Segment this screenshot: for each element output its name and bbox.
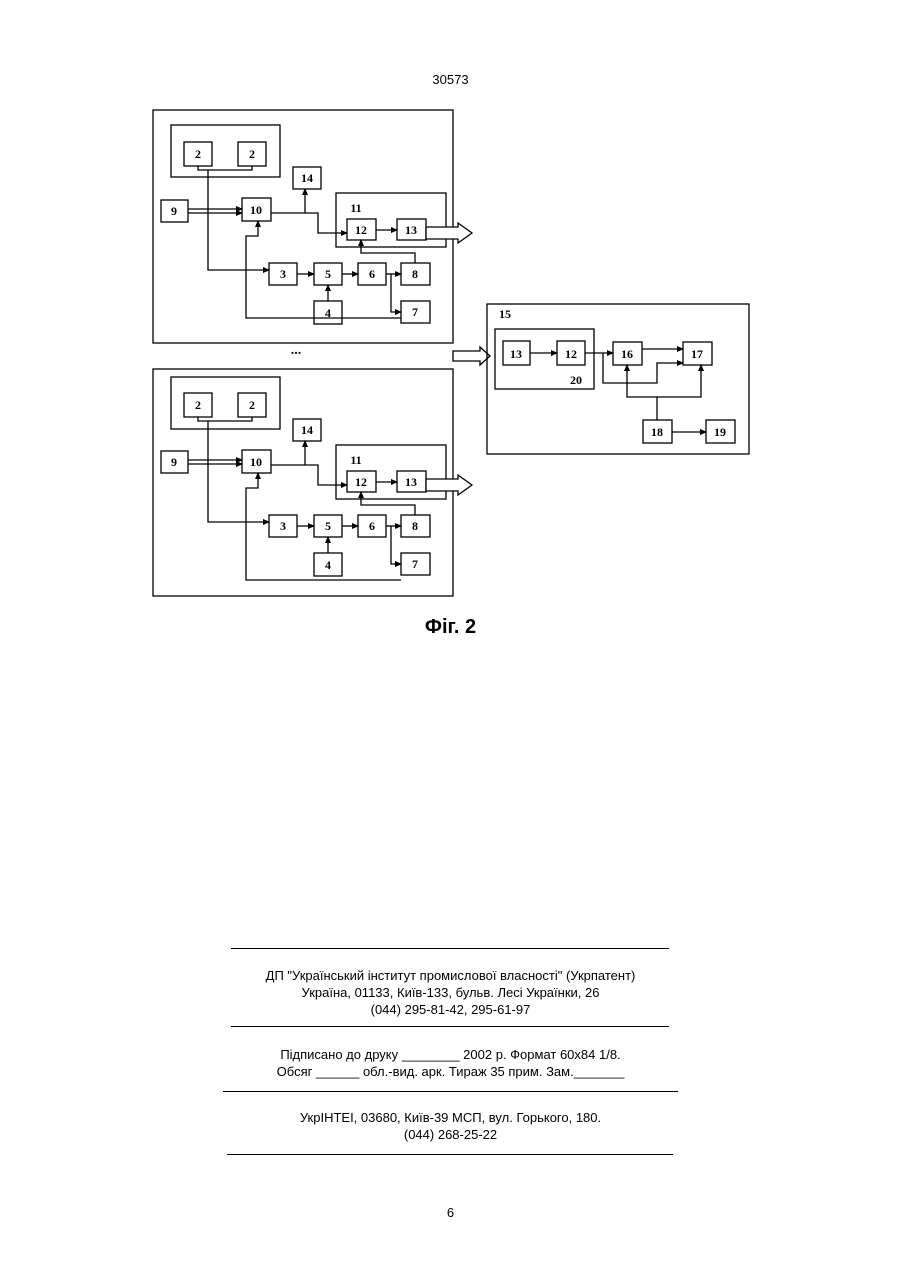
block-6-label: 6 bbox=[369, 519, 375, 533]
block-20-label: 20 bbox=[570, 373, 582, 387]
block-5-label: 5 bbox=[325, 267, 331, 281]
divider bbox=[223, 1091, 678, 1092]
block-16-label: 16 bbox=[621, 347, 633, 361]
block-11-label: 11 bbox=[350, 453, 361, 467]
block-3-label: 3 bbox=[280, 267, 286, 281]
block-2a-label: 2 bbox=[195, 398, 201, 412]
block-10-label: 10 bbox=[250, 455, 262, 469]
imprint-volume: Обсяг ______ обл.-вид. арк. Тираж 35 при… bbox=[0, 1063, 901, 1080]
block-8-label: 8 bbox=[412, 267, 418, 281]
imprint-address: Україна, 01133, Київ-133, бульв. Лесі Ук… bbox=[0, 984, 901, 1001]
module-top bbox=[153, 110, 472, 343]
block-17-label: 17 bbox=[691, 347, 703, 361]
page-number: 6 bbox=[0, 1205, 901, 1220]
block-13-label: 13 bbox=[405, 223, 417, 237]
block-12-label: 12 bbox=[565, 347, 577, 361]
block-15-label: 15 bbox=[499, 307, 511, 321]
block-14-label: 14 bbox=[301, 423, 313, 437]
imprint-org: ДП "Український інститут промислової вла… bbox=[0, 967, 901, 984]
block-9-label: 9 bbox=[171, 455, 177, 469]
block-7-label: 7 bbox=[412, 557, 418, 571]
module-receiver bbox=[453, 304, 749, 454]
module-receiver-labels: 15 13 12 20 16 17 18 19 bbox=[499, 307, 726, 439]
block-14-label: 14 bbox=[301, 171, 313, 185]
block-13-label: 13 bbox=[510, 347, 522, 361]
divider bbox=[231, 948, 669, 949]
block-2b-label: 2 bbox=[249, 147, 255, 161]
imprint-printer: УкрІНТЕІ, 03680, Київ-39 МСП, вул. Горьк… bbox=[0, 1109, 901, 1126]
block-5-label: 5 bbox=[325, 519, 331, 533]
divider bbox=[231, 1026, 669, 1027]
imprint-signed: Підписано до друку ________ 2002 р. Форм… bbox=[0, 1046, 901, 1063]
imprint-printer-phone: (044) 268-25-22 bbox=[0, 1126, 901, 1143]
block-3-label: 3 bbox=[280, 519, 286, 533]
block-6-label: 6 bbox=[369, 267, 375, 281]
block-4-label: 4 bbox=[325, 558, 331, 572]
block-18-label: 18 bbox=[651, 425, 663, 439]
figure-caption: Фіг. 2 bbox=[0, 616, 901, 639]
block-11-label: 11 bbox=[350, 201, 361, 215]
block-2b-label: 2 bbox=[249, 398, 255, 412]
imprint-phones: (044) 295-81-42, 295-61-97 bbox=[0, 1001, 901, 1018]
block-8-label: 8 bbox=[412, 519, 418, 533]
divider bbox=[227, 1154, 673, 1155]
block-19-label: 19 bbox=[714, 425, 726, 439]
block-13-label: 13 bbox=[405, 475, 417, 489]
block-10-label: 10 bbox=[250, 203, 262, 217]
block-12-label: 12 bbox=[355, 223, 367, 237]
block-4-label: 4 bbox=[325, 306, 331, 320]
block-diagram-figure: 2 2 9 10 14 11 12 13 3 5 6 8 4 7 ... bbox=[0, 0, 901, 640]
block-2a-label: 2 bbox=[195, 147, 201, 161]
block-9-label: 9 bbox=[171, 204, 177, 218]
ellipsis: ... bbox=[291, 343, 302, 358]
block-12-label: 12 bbox=[355, 475, 367, 489]
block-7-label: 7 bbox=[412, 305, 418, 319]
